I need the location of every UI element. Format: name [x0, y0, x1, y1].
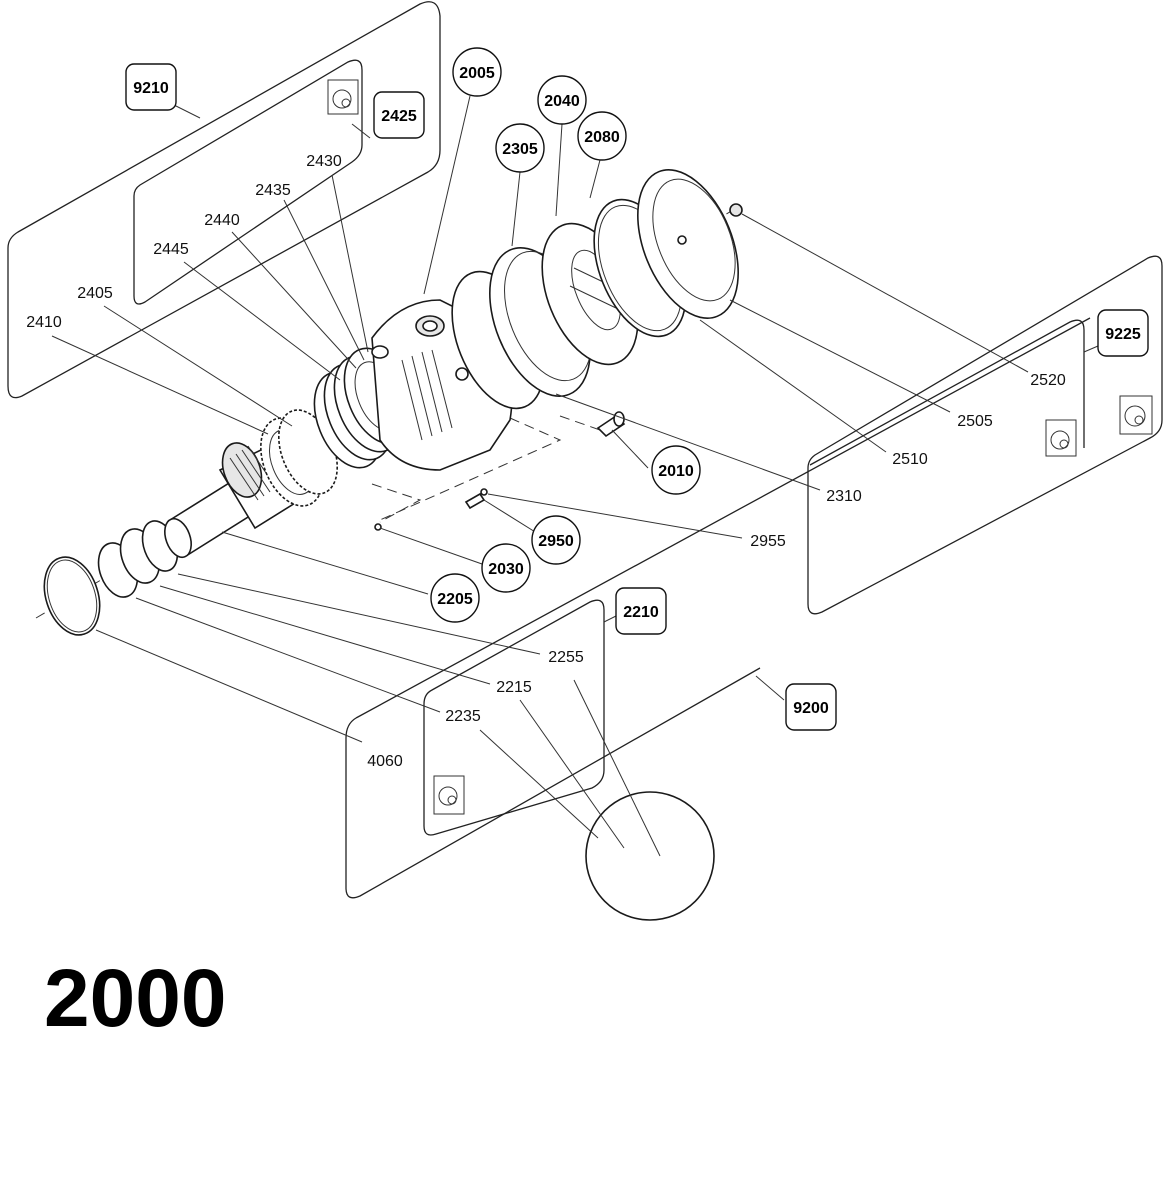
- label-2310: 2310: [826, 488, 862, 505]
- svg-text:2040: 2040: [544, 93, 580, 110]
- leader-lines: [51, 95, 1099, 857]
- label-2505: 2505: [957, 413, 993, 430]
- callout-2425: 2425: [373, 91, 425, 139]
- callout-2205: 2205: [430, 573, 480, 623]
- callout-2950: 2950: [531, 515, 581, 565]
- label-2955: 2955: [750, 533, 786, 550]
- small-parts: [374, 488, 488, 531]
- label-2235: 2235: [445, 708, 481, 725]
- callout-2030: 2030: [481, 543, 531, 593]
- svg-text:2080: 2080: [584, 129, 620, 146]
- callout-2010: 2010: [651, 445, 701, 495]
- kit-plate-9200: [345, 317, 1091, 899]
- kit-icon: [1045, 419, 1077, 457]
- callout-2305: 2305: [495, 123, 545, 173]
- label-2430: 2430: [306, 153, 342, 170]
- o-ring-4060: [43, 556, 101, 636]
- cover-plate-2520: [637, 169, 743, 319]
- svg-text:2210: 2210: [623, 604, 659, 621]
- callout-9200: 9200: [785, 683, 837, 731]
- label-2215: 2215: [496, 679, 532, 696]
- label-2510: 2510: [892, 451, 928, 468]
- part-labels: 2430 2435 2440 2445 2405 2410 2520 2505 …: [26, 153, 1066, 770]
- svg-text:9200: 9200: [793, 700, 829, 717]
- svg-text:2950: 2950: [538, 533, 574, 550]
- bolt-2010: [596, 411, 626, 438]
- svg-text:2010: 2010: [658, 463, 694, 480]
- kit-icon: [1119, 395, 1153, 435]
- svg-text:2205: 2205: [437, 591, 473, 608]
- label-2405: 2405: [77, 285, 113, 302]
- kit-icon: [433, 775, 465, 815]
- label-4060: 4060: [367, 753, 403, 770]
- callout-9210: 9210: [125, 63, 177, 111]
- svg-text:2305: 2305: [502, 141, 538, 158]
- label-2410: 2410: [26, 314, 62, 331]
- detail-view: [585, 791, 715, 921]
- label-2440: 2440: [204, 212, 240, 229]
- assembly-number: 2000: [44, 953, 227, 1044]
- svg-text:2030: 2030: [488, 561, 524, 578]
- label-2520: 2520: [1030, 372, 1066, 389]
- label-2445: 2445: [153, 241, 189, 258]
- svg-text:2425: 2425: [381, 108, 417, 125]
- kit-icon: [327, 79, 359, 115]
- svg-text:9210: 9210: [133, 80, 169, 97]
- kit-plate-9225: [807, 255, 1163, 615]
- callout-2080: 2080: [577, 111, 627, 161]
- label-2435: 2435: [255, 182, 291, 199]
- svg-text:2005: 2005: [459, 65, 495, 82]
- callout-2040: 2040: [537, 75, 587, 125]
- callout-9225: 9225: [1097, 309, 1149, 357]
- callout-2210: 2210: [615, 587, 667, 635]
- svg-text:9225: 9225: [1105, 326, 1141, 343]
- label-2255: 2255: [548, 649, 584, 666]
- callout-2005: 2005: [452, 47, 502, 97]
- kit-plate-9210: [7, 1, 441, 399]
